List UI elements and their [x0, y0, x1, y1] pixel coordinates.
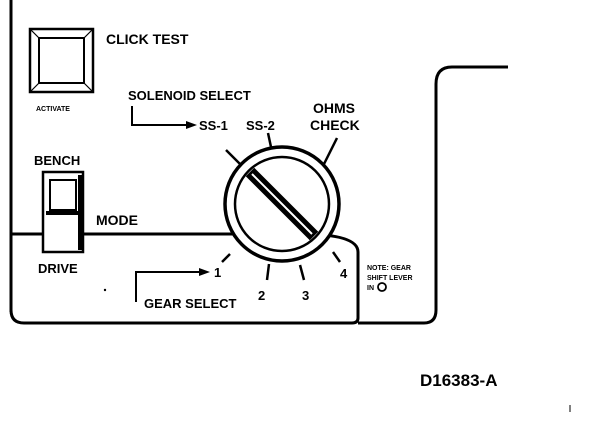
ohms-label: OHMS	[313, 100, 355, 116]
selector-knob-pointer-highlight	[251, 173, 313, 235]
mode-label: MODE	[96, 212, 138, 228]
ss1-label: SS-1	[199, 118, 228, 133]
tick-ss1	[225, 149, 241, 165]
gear-3-label: 3	[302, 288, 309, 303]
bench-label: BENCH	[34, 153, 80, 168]
gear-2-label: 2	[258, 288, 265, 303]
activate-button-bevel	[83, 28, 94, 39]
gear-1-label: 1	[214, 265, 221, 280]
mode-switch-toggle[interactable]	[49, 179, 77, 211]
note-shift-lever-symbol	[377, 282, 387, 292]
activate-label: ACTIVATE	[36, 106, 70, 113]
right-panel-outline	[358, 65, 508, 325]
solenoid-select-arrowhead	[186, 121, 197, 129]
solenoid-select-arrow-line	[131, 106, 186, 126]
note-line-1: NOTE: GEAR	[367, 265, 411, 272]
mode-switch-shadow	[46, 211, 80, 215]
activate-button-bevel	[83, 82, 94, 93]
tick-gear-3	[298, 264, 306, 281]
figure-id: D16383-A	[420, 371, 498, 390]
gear-select-arrowhead	[199, 268, 210, 276]
tick-gear-4	[331, 251, 342, 263]
tick-gear-2	[265, 263, 271, 281]
tick-gear-1	[221, 253, 231, 263]
panel-outline	[9, 232, 360, 325]
note-line-2: SHIFT LEVER	[367, 275, 413, 282]
gear-select-label: GEAR SELECT	[144, 296, 237, 311]
activate-button-face[interactable]	[38, 37, 85, 84]
stray-mark	[103, 288, 107, 292]
drive-label: DRIVE	[38, 261, 78, 276]
gear-4-label: 4	[340, 266, 348, 281]
note-line-3: IN	[367, 285, 374, 292]
activate-button-bevel	[29, 28, 40, 39]
gear-select-arrow-line	[135, 271, 199, 302]
tick-ss2	[266, 132, 273, 148]
tick-ohms	[322, 137, 339, 165]
activate-button-bevel	[29, 82, 40, 93]
check-label: CHECK	[310, 117, 360, 133]
solenoid-select-label: SOLENOID SELECT	[128, 88, 251, 103]
click-test-label: CLICK TEST	[106, 31, 189, 47]
ss2-label: SS-2	[246, 118, 275, 133]
